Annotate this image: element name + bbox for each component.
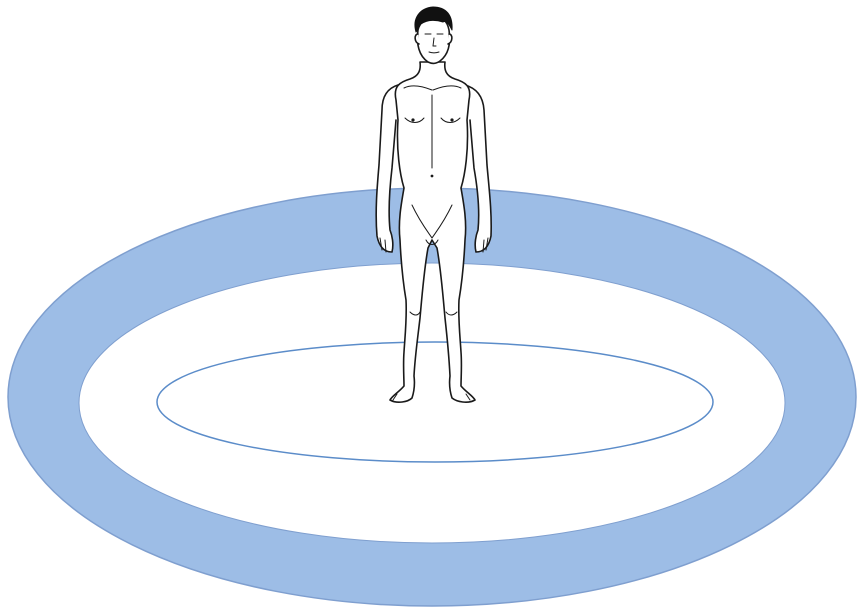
- inner-zone-outline: [157, 342, 713, 462]
- inner-zone: [157, 342, 713, 462]
